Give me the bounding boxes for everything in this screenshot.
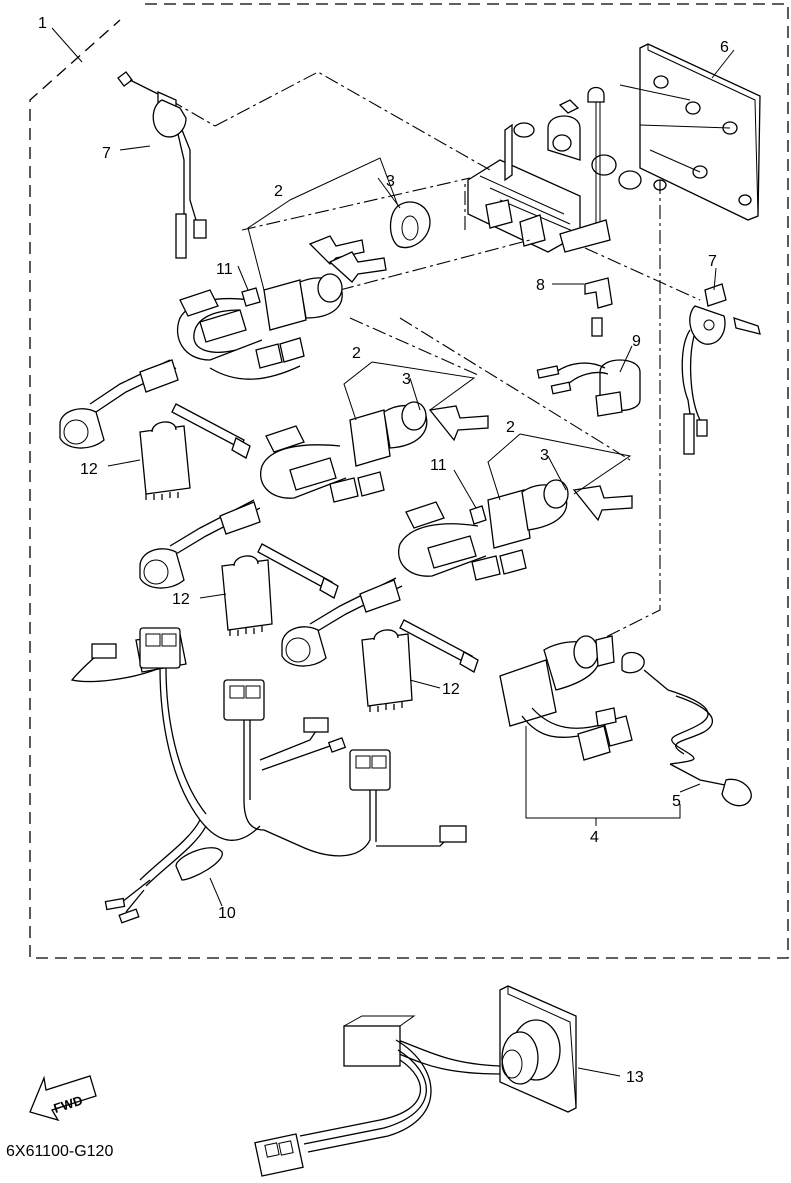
clip-right	[681, 283, 761, 455]
callout-10: 10	[218, 905, 236, 922]
callout-9: 9	[632, 333, 641, 350]
bracket-frame	[467, 84, 731, 253]
gauge-switch	[254, 985, 577, 1177]
callout-2-lower: 2	[506, 419, 515, 436]
callout-13: 13	[626, 1069, 644, 1086]
callout-2-top: 2	[274, 183, 283, 200]
stop-switch	[499, 635, 633, 761]
callout-3-top: 3	[386, 173, 395, 190]
forward-arrow-icon: FWD	[29, 1075, 97, 1122]
relay-lower	[361, 619, 479, 712]
callout-11-top: 11	[216, 261, 233, 278]
wire-harness	[70, 627, 467, 924]
callout-3-lower: 3	[540, 447, 549, 464]
callout-12-lower: 12	[442, 681, 460, 698]
diagram-code: 6X61100-G120	[6, 1143, 113, 1160]
callout-12-upper: 12	[80, 461, 98, 478]
callout-12-middle: 12	[172, 591, 190, 608]
routing-lines	[169, 71, 701, 641]
callout-6: 6	[720, 39, 729, 56]
callout-2-middle: 2	[352, 345, 361, 362]
assembly-boundary	[29, 3, 789, 959]
callout-4: 4	[590, 829, 599, 846]
callout-11-lower: 11	[430, 457, 447, 474]
relay-upper	[139, 403, 251, 500]
small-bracket	[584, 277, 613, 337]
callout-7-left: 7	[102, 145, 111, 162]
switch-harness-middle	[139, 401, 489, 589]
callout-1: 1	[38, 15, 47, 32]
clip-left	[117, 71, 207, 259]
mounting-plate	[639, 43, 761, 221]
callouts: 1 2 3 2 3 2 3 4 5 6 7 7 8 9 10 11 11 12 …	[38, 15, 729, 1086]
callout-5: 5	[672, 793, 681, 810]
key-set-top	[308, 201, 431, 283]
callout-3-middle: 3	[402, 371, 411, 388]
leader-lines	[51, 27, 735, 1077]
buzzer	[536, 359, 641, 417]
switch-harness-upper	[59, 273, 343, 449]
callout-7-right: 7	[708, 253, 717, 270]
switch-harness-lower	[281, 479, 633, 667]
relay-middle	[221, 543, 339, 636]
lanyard	[621, 651, 752, 807]
callout-8: 8	[536, 277, 545, 294]
